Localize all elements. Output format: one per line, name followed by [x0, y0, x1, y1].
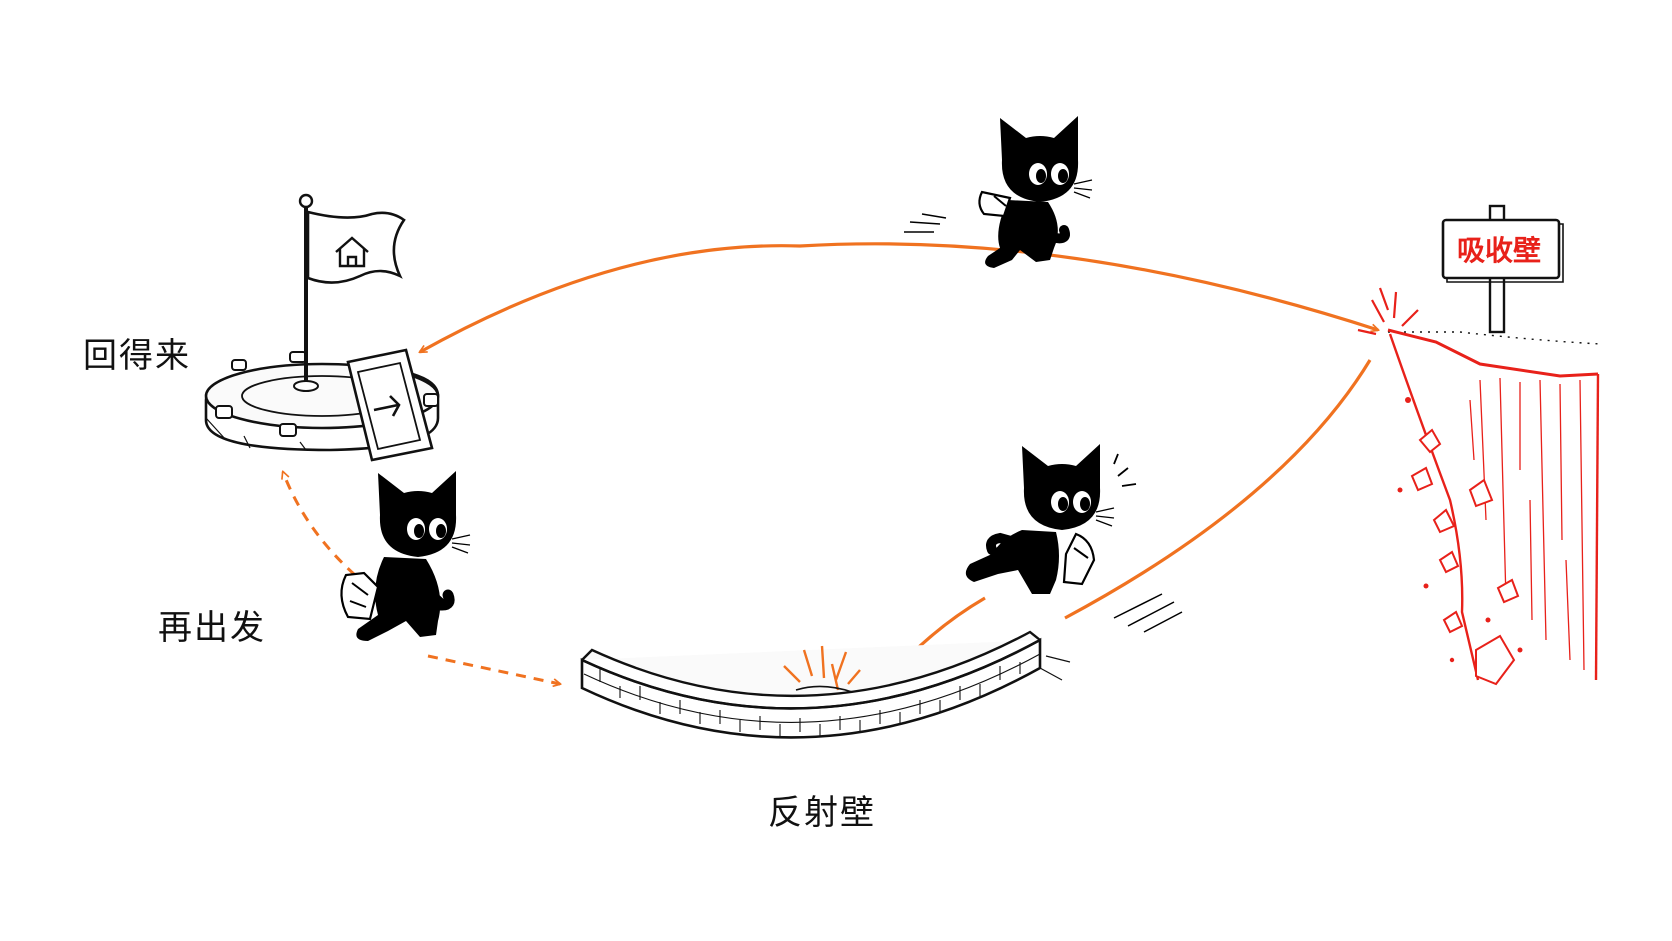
label-restart: 再出发 [158, 608, 266, 648]
arrow-right-icon [373, 395, 401, 417]
cat-left [340, 470, 471, 641]
arrow-sign [346, 348, 434, 462]
path-top-arc [420, 242, 1378, 354]
label-absorb-wall: 吸收壁 [1456, 234, 1541, 267]
flag [293, 193, 406, 392]
label-return-home: 回得来 [83, 336, 191, 376]
cliff-spark [1357, 287, 1419, 336]
falling-rocks [1410, 428, 1520, 686]
absorb-sign [1441, 204, 1564, 334]
impact-burst [783, 645, 861, 691]
path-dashed-up [283, 472, 357, 577]
label-reflect-wall: 反射壁 [768, 793, 876, 833]
path-dashed-right [427, 654, 560, 684]
home-base [204, 193, 440, 462]
path-rise-to-cliff [1064, 359, 1372, 620]
cat-top [904, 115, 1093, 268]
reflect-wall [580, 630, 1071, 739]
cat-bounce [965, 443, 1183, 633]
absorb-cliff [1357, 287, 1601, 686]
house-icon [335, 236, 369, 268]
